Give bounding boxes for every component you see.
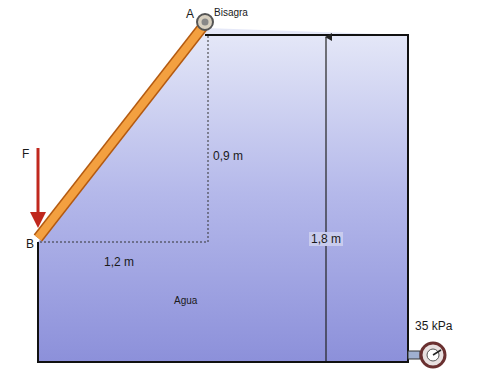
pressure-gauge bbox=[421, 343, 445, 367]
hinge-label: Bisagra bbox=[214, 8, 248, 18]
pressure-label: 35 kPa bbox=[415, 320, 452, 332]
hinge-pin bbox=[202, 19, 209, 26]
force-label: F bbox=[22, 148, 29, 160]
dimension: 0,9 m bbox=[213, 150, 243, 162]
water bbox=[38, 28, 408, 362]
fluid-label: Agua bbox=[174, 296, 197, 306]
dim-line bbox=[208, 36, 209, 242]
gate-edge bbox=[38, 24, 205, 238]
dimension: 1,8 m bbox=[309, 232, 343, 246]
tank-wall bbox=[38, 35, 408, 362]
gauge-needle bbox=[433, 350, 441, 355]
force-arrow bbox=[37, 148, 40, 214]
hinge bbox=[197, 14, 213, 30]
point-label: B bbox=[26, 238, 34, 250]
gate bbox=[38, 24, 205, 238]
force-arrowhead bbox=[30, 212, 46, 228]
dimension: 1,2 m bbox=[104, 256, 134, 268]
dim-arrow bbox=[325, 37, 326, 361]
dim-line bbox=[40, 242, 208, 243]
gauge-pipe bbox=[408, 351, 420, 359]
point-label: A bbox=[186, 8, 194, 20]
